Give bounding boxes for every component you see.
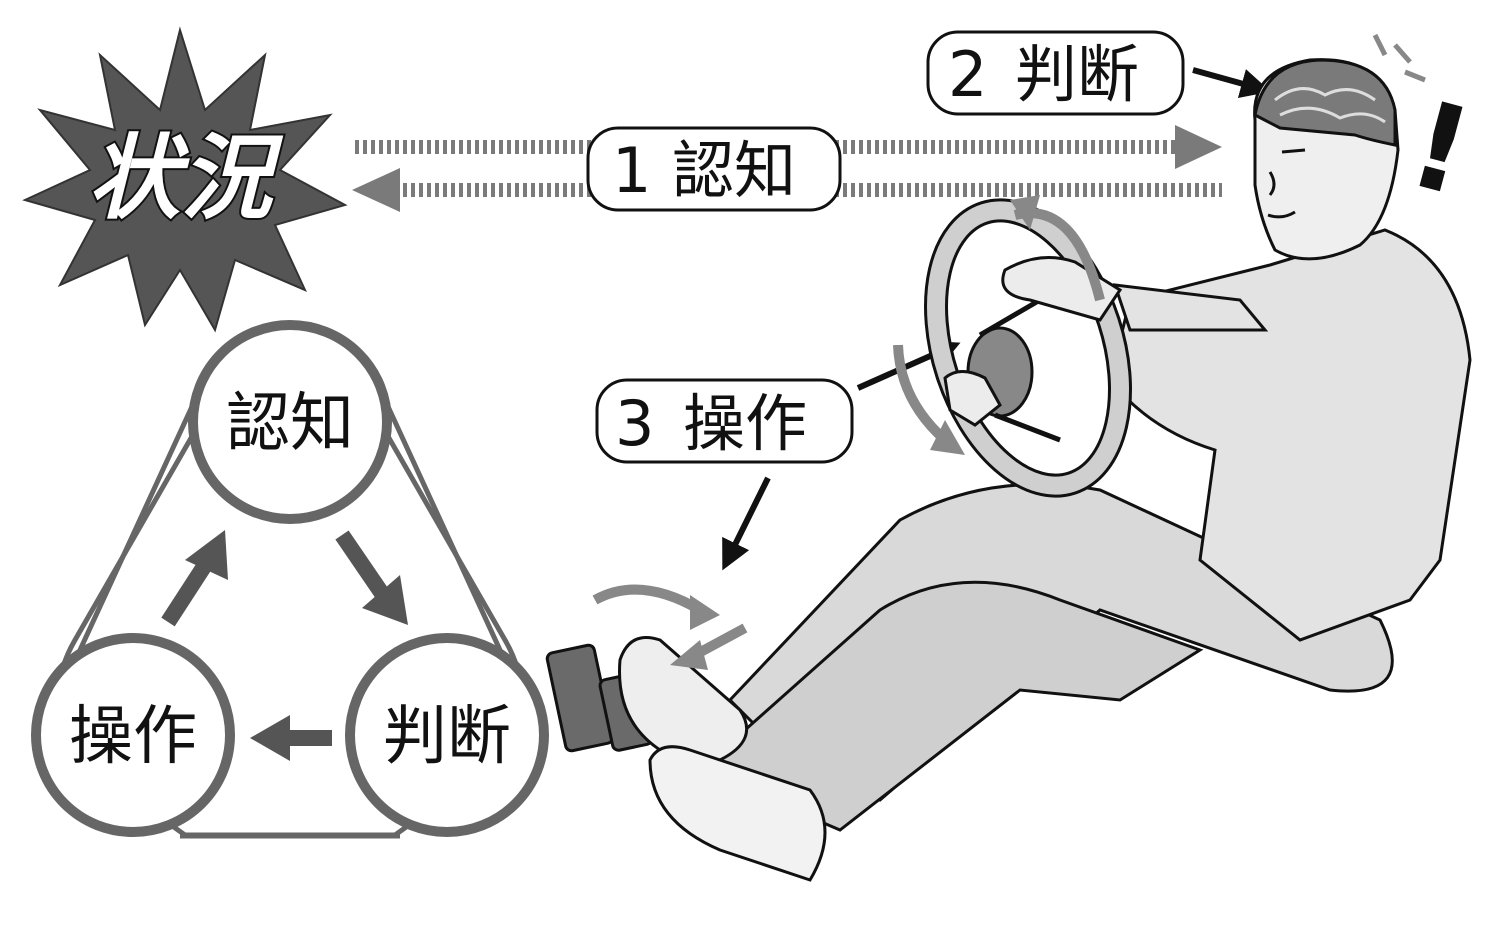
recognition-label: 認知: [672, 134, 796, 207]
operation-label: 操作: [683, 387, 807, 460]
cycle-operation-label: 操作: [69, 700, 197, 774]
steering-wheel: [903, 187, 1152, 510]
judgment-number: 2: [948, 38, 987, 111]
arrowhead-left-icon: [352, 168, 400, 212]
arrowhead-right-icon: [1175, 125, 1222, 169]
cycle-recognition-label: 認知: [226, 387, 354, 461]
alert-lines: [1375, 35, 1425, 80]
cycle-arrow-recog-to-judg: [342, 535, 408, 625]
label-operation: 3 操作: [597, 380, 852, 462]
label-judgment: 2 判断: [928, 32, 1183, 114]
driver-head: [1255, 60, 1398, 259]
judgment-label: 判断: [1015, 38, 1139, 111]
foot-swing-arrow: [595, 590, 700, 610]
label-recognition: 1 認知: [588, 128, 840, 210]
situation-burst: 状況: [25, 30, 345, 330]
exclamation-icon: !: [1396, 75, 1485, 223]
situation-label: 状況: [88, 125, 284, 232]
cycle-arrow-judg-to-op: [250, 715, 332, 761]
cycle-diagram: 認知 判断 操作: [36, 325, 544, 836]
recognition-number: 1: [612, 134, 651, 207]
arrow-to-brain: [1193, 70, 1265, 90]
arrow-to-pedals: [725, 478, 768, 565]
cycle-judgment-label: 判断: [383, 700, 511, 774]
cycle-arrow-op-to-recog: [168, 530, 228, 622]
operation-number: 3: [615, 387, 654, 460]
